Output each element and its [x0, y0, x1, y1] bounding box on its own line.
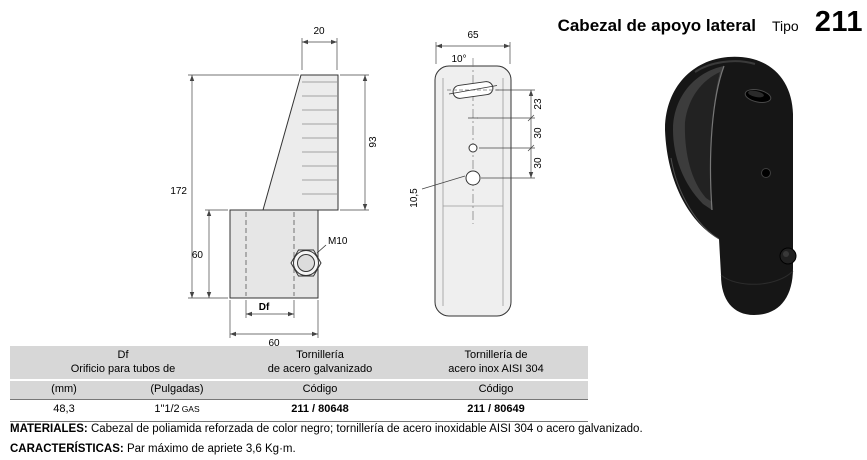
- materials-label: MATERIALES:: [10, 423, 88, 435]
- front-view-outline: [434, 58, 512, 317]
- dim-23-label: 23: [533, 98, 544, 110]
- col-inches-header: (Pulgadas): [150, 382, 204, 395]
- type-number: 211: [814, 6, 863, 38]
- dim-df-label: Df: [259, 302, 270, 313]
- header: Cabezal de apoyo lateral Tipo 211: [558, 6, 863, 39]
- col-mm-header: (mm): [51, 382, 77, 395]
- col-code-inox-header: Código: [478, 382, 514, 395]
- group2-title: Tornillería: [296, 349, 344, 361]
- col-code-galv-header: Código: [302, 382, 338, 395]
- side-view-outline: [229, 74, 339, 299]
- inches-suffix: GAS: [181, 404, 200, 415]
- group2-subtitle: de acero galvanizado: [267, 362, 373, 375]
- group1-subtitle: Orificio para tubos de: [70, 362, 176, 375]
- characteristics-label: CARACTERÍSTICAS:: [10, 443, 124, 455]
- product-knob: [779, 247, 797, 265]
- side-view-dimension-lines: [188, 38, 369, 338]
- tube-hidden-lines: [245, 212, 295, 296]
- spec-table: Df Orificio para tubos de Tornillería de…: [10, 346, 588, 422]
- dim-30a-label: 30: [533, 127, 544, 139]
- header-group-inox: Tornillería de acero inox AISI 304: [404, 349, 588, 377]
- group3-subtitle: acero inox AISI 304: [448, 362, 544, 375]
- cell-code-inox: 211 / 80649: [467, 403, 525, 416]
- dim-20-label: 20: [313, 26, 325, 37]
- group1-title: Df: [117, 349, 129, 361]
- thread-label: M10: [328, 236, 348, 247]
- product-photo: [665, 56, 797, 315]
- characteristics-text: Par máximo de apriete 3,6 Kg·m.: [126, 443, 296, 455]
- front-view-drawing: 65 10° 23 30 30 10,5: [409, 30, 544, 317]
- cell-code-galvanized: 211 / 80648: [291, 403, 349, 416]
- dim-93-label: 93: [368, 136, 379, 148]
- header-group-df: Df Orificio para tubos de: [10, 349, 236, 377]
- product-small-hole: [761, 168, 771, 178]
- front-view-dimension-lines: [435, 42, 535, 179]
- front-view-features: [421, 81, 499, 190]
- page-title: Cabezal de apoyo lateral: [557, 16, 756, 35]
- spec-table-subheader: (mm) (Pulgadas) Código Código: [10, 380, 588, 401]
- clamp-bolt: [290, 244, 327, 277]
- product-slot-hole: [744, 89, 772, 103]
- dim-172-label: 172: [170, 186, 187, 197]
- characteristics-note: CARACTERÍSTICAS: Par máximo de apriete 3…: [10, 443, 296, 455]
- cell-mm: 48,3: [53, 403, 75, 416]
- dim-30b-label: 30: [533, 157, 544, 169]
- group3-title: Tornillería de: [464, 349, 528, 361]
- spec-table-header: Df Orificio para tubos de Tornillería de…: [10, 346, 588, 381]
- header-group-galvanized: Tornillería de acero galvanizado: [236, 349, 404, 377]
- dim-105-label: 10,5: [409, 188, 420, 208]
- inches-value: 1"1/2: [154, 403, 180, 416]
- dim-60-bottom-label: 60: [268, 338, 280, 349]
- type-label: Tipo: [771, 18, 799, 34]
- side-view-hatch: [302, 81, 337, 195]
- dim-60-left-label: 60: [192, 250, 204, 261]
- dim-angle-label: 10°: [451, 54, 466, 65]
- product-body: [665, 56, 794, 315]
- side-view-drawing: M10: [170, 26, 379, 349]
- materials-text: Cabezal de poliamida reforzada de color …: [90, 423, 643, 435]
- materials-note: MATERIALES: Cabezal de poliamida reforza…: [10, 423, 643, 435]
- dim-65-label: 65: [467, 30, 479, 41]
